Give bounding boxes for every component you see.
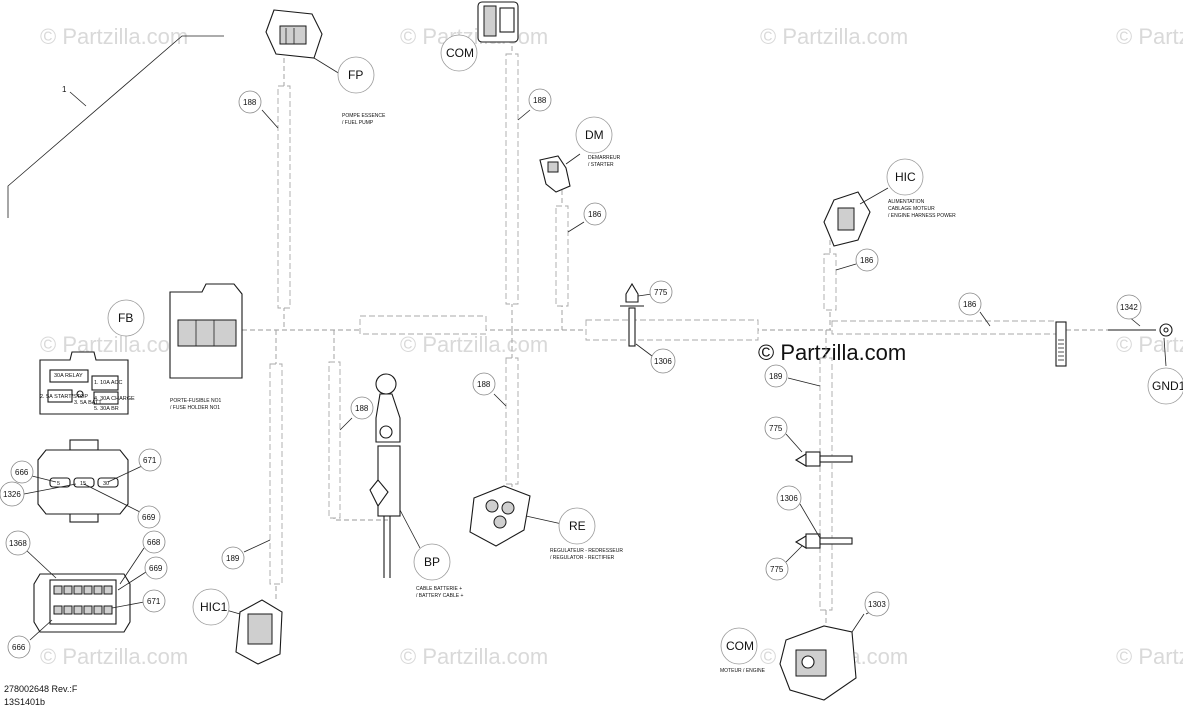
callout-number: 186 <box>588 210 602 219</box>
com-engine-connector: COM MOTEUR / ENGINE <box>720 613 865 701</box>
fuse-f1-label: 1. 10A ACC <box>94 380 122 386</box>
callout-number: 669 <box>149 564 163 573</box>
callout-number: 1342 <box>1120 303 1138 312</box>
watermark: © Partzilla.com <box>400 644 548 669</box>
figure-code: 13S1401b <box>4 697 46 707</box>
component-code-bp: BP <box>424 555 440 569</box>
fuse-slot-label: 15 <box>80 481 86 487</box>
watermark-main: © Partzilla.com <box>758 340 906 365</box>
ground-wire-marks <box>1058 339 1064 361</box>
component-code-hic1: HIC1 <box>200 600 228 614</box>
com-bottom-caption: MOTEUR / ENGINE <box>720 668 766 674</box>
callout-number: 669 <box>142 513 156 522</box>
fuse-f4-label: 4. 30A CHARGE <box>94 396 135 402</box>
fb-caption-fr: PORTE-FUSIBLE NO1 <box>170 398 222 404</box>
ground-ring-terminal: GND1 <box>1108 323 1183 405</box>
dm-caption-en: / STARTER <box>588 162 614 168</box>
fuse-holder-main: FB PORTE-FUSIBLE NO1 / FUSE HOLDER NO1 <box>107 283 243 411</box>
component-code-com-bottom: COM <box>726 639 754 653</box>
callout-number: 666 <box>12 643 26 652</box>
callout-number: 189 <box>769 372 783 381</box>
fuse-f5-label: 5. 30A BR <box>94 406 119 412</box>
battery-cable: BP CABLE BATTERIE + / BATTERY CABLE + <box>369 373 463 599</box>
multi-pin-connector-detail <box>33 573 131 633</box>
callout-number: 1306 <box>780 494 798 503</box>
re-caption-fr: REGULATEUR - REDRESSEUR <box>550 548 623 554</box>
hic-caption-fr: ALIMENTATION <box>888 199 925 205</box>
item-number: 1 <box>62 85 67 94</box>
fuse-slot-label: 30 <box>103 481 109 487</box>
hic-caption-en: / ENGINE HARNESS POWER <box>888 213 956 219</box>
pin-grid <box>53 585 113 615</box>
fuse-relay-label: 30A RELAY <box>54 373 83 379</box>
callout-number: 1326 <box>3 490 21 499</box>
component-code-fb: FB <box>118 311 133 325</box>
callout-number: 1368 <box>9 539 27 548</box>
watermark: © Partzilla.com <box>40 24 188 49</box>
callout-number: 775 <box>769 424 783 433</box>
item-1-callout: 1 <box>7 35 224 218</box>
bp-caption-fr: CABLE BATTERIE + <box>416 586 462 592</box>
callout-number: 671 <box>143 456 157 465</box>
callout-number: 775 <box>770 565 784 574</box>
component-code-gnd1: GND1 <box>1152 379 1183 393</box>
fuse-f2-label: 2. 5A START/STOP <box>40 394 88 400</box>
watermark: © Partzilla.com <box>400 332 548 357</box>
engine-harness-power-connector: HIC ALIMENTATION CABLAGE MOTEUR / ENGINE… <box>823 158 956 247</box>
number-callouts: 188 188 188 188 186 186 186 189 189 775 … <box>0 88 1142 659</box>
fb-caption-en: / FUSE HOLDER NO1 <box>170 405 220 411</box>
hic1-connector: HIC1 <box>192 588 283 665</box>
callout-number: 188 <box>243 98 257 107</box>
component-code-fp: FP <box>348 68 363 82</box>
dm-caption-fr: DEMARREUR <box>588 155 621 161</box>
watermark: © Partzilla.com <box>40 332 188 357</box>
callout-number: 1303 <box>868 600 886 609</box>
fuse-slot-label: 5 <box>57 481 60 487</box>
watermark: © Partzilla.com <box>40 644 188 669</box>
callout-number: 666 <box>15 468 29 477</box>
fuse-holder-detail: 5 15 30 <box>37 439 129 523</box>
part-number: 278002648 Rev.:F <box>4 684 78 694</box>
regulator-rectifier-connector: RE REGULATEUR - REDRESSEUR / REGULATOR -… <box>469 485 623 561</box>
component-code-dm: DM <box>585 128 604 142</box>
com-top-connector: COM <box>440 1 519 72</box>
component-code-com: COM <box>446 46 474 60</box>
re-caption-en: / REGULATOR - RECTIFIER <box>550 555 615 561</box>
callout-number: 186 <box>963 300 977 309</box>
watermark: © Partzilla.com <box>1116 332 1183 357</box>
hic-caption-fr2: CABLAGE MOTEUR <box>888 206 935 212</box>
fp-caption-en: / FUEL PUMP <box>342 120 374 126</box>
harness-trunk <box>242 46 1108 625</box>
fuel-pump-connector: FP POMPE ESSENCE / FUEL PUMP <box>265 9 386 126</box>
callout-number: 188 <box>355 404 369 413</box>
callout-number: 188 <box>533 96 547 105</box>
callout-number: 775 <box>654 288 668 297</box>
callout-number: 186 <box>860 256 874 265</box>
watermark: © Partzilla.com <box>760 24 908 49</box>
watermark: © Partzilla.com <box>1116 24 1183 49</box>
starter-connector: DM DEMARREUR / STARTER <box>539 116 621 193</box>
callout-number: 668 <box>147 538 161 547</box>
callout-number: 1306 <box>654 357 672 366</box>
callout-number: 189 <box>226 554 240 563</box>
callout-number: 188 <box>477 380 491 389</box>
component-code-hic: HIC <box>895 170 916 184</box>
component-code-re: RE <box>569 519 586 533</box>
fuse-f3-label: 3. 5A BATT <box>74 400 102 406</box>
fuse-box-detail: 30A RELAY 1. 10A ACC 2. 5A START/STOP 3.… <box>39 351 135 415</box>
watermark: © Partzilla.com <box>1116 644 1183 669</box>
callout-number: 671 <box>147 597 161 606</box>
fp-caption-fr: POMPE ESSENCE <box>342 113 386 119</box>
bp-caption-en: / BATTERY CABLE + <box>416 593 463 599</box>
harness-clips <box>620 282 853 549</box>
